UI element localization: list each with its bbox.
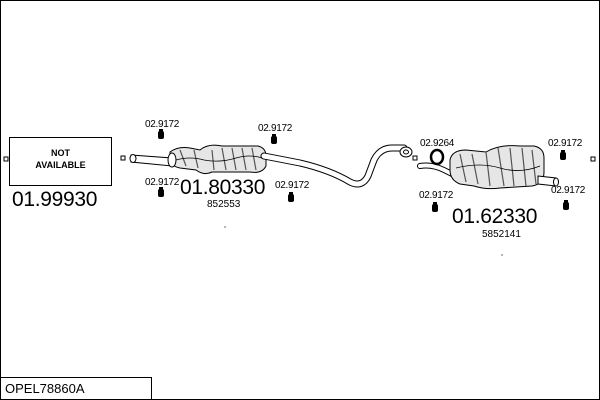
hanger-h5-label[interactable]: 02.9264 (420, 138, 455, 149)
hanger-h5-ring (429, 148, 445, 166)
hanger-h2-shape (271, 134, 277, 144)
hanger-h3-shape (158, 187, 164, 197)
hanger-h7-shape (432, 202, 438, 212)
front-connector (120, 155, 126, 161)
hanger-h6-label[interactable]: 02.9172 (548, 138, 583, 149)
middle-part-number[interactable]: 01.80330 (180, 176, 266, 199)
hanger-h1-shape (158, 129, 164, 139)
diagram-code: OPEL78860A (5, 381, 85, 396)
hanger-h3-label[interactable]: 02.9172 (145, 177, 180, 188)
hanger-h2-label[interactable]: 02.9172 (258, 123, 293, 134)
not-available-box: NOT AVAILABLE (9, 137, 112, 186)
hanger-h6-shape (560, 150, 566, 160)
reference-dot (224, 226, 226, 228)
reference-dot (501, 254, 503, 256)
middle-oem-number: 852553 (207, 199, 241, 210)
hanger-h8-shape (563, 200, 569, 210)
rear-inlet-square (412, 155, 418, 161)
left-edge-marker (3, 156, 9, 162)
rear-oem-number: 5852141 (482, 229, 521, 240)
hanger-h7-label[interactable]: 02.9172 (419, 190, 454, 201)
rear-part-number[interactable]: 01.62330 (452, 205, 538, 228)
rear-silencer-assembly (412, 145, 559, 190)
hanger-h8-label[interactable]: 02.9172 (551, 185, 586, 196)
front-part-number[interactable]: 01.99930 (12, 188, 98, 211)
hanger-h1-label[interactable]: 02.9172 (145, 119, 180, 130)
right-edge-marker (590, 156, 596, 162)
hanger-h4-shape (288, 192, 294, 202)
not-available-line1: NOT (51, 148, 70, 158)
hanger-h4-label[interactable]: 02.9172 (275, 180, 310, 191)
diagram-code-box: OPEL78860A (0, 377, 152, 400)
middle-silencer-assembly (129, 144, 413, 188)
not-available-line2: AVAILABLE (35, 160, 86, 170)
